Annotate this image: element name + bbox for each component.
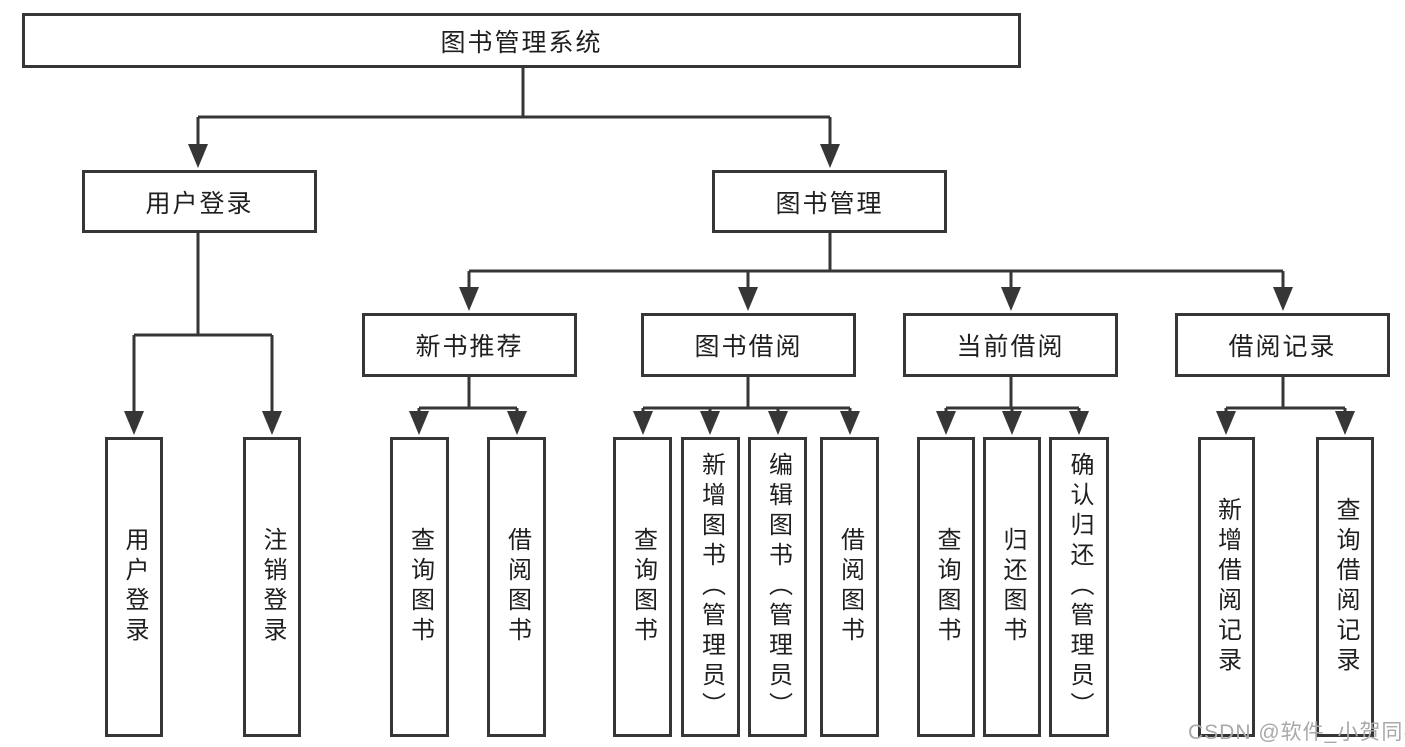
node-book-management: 图书管理 — [712, 170, 947, 233]
leaf-borrow-book-1: 借阅图书 — [487, 437, 546, 737]
node-label: 查询图书 — [933, 527, 960, 647]
node-user-login: 用户登录 — [82, 170, 317, 233]
leaf-edit-book-admin: 编辑图书（管理员） — [748, 437, 807, 737]
node-new-book-recommend: 新书推荐 — [362, 313, 577, 377]
leaf-query-book-3: 查询图书 — [917, 437, 975, 737]
node-book-borrow: 图书借阅 — [641, 313, 856, 377]
leaf-return-book: 归还图书 — [983, 437, 1041, 737]
node-label: 归还图书 — [999, 527, 1026, 647]
leaf-add-book-admin: 新增图书（管理员） — [681, 437, 740, 737]
leaf-logout: 注销登录 — [243, 437, 301, 737]
node-label: 新书推荐 — [415, 333, 524, 361]
node-label: 用户登录 — [121, 527, 148, 647]
node-root-system: 图书管理系统 — [22, 13, 1021, 68]
node-label: 图书借阅 — [694, 333, 803, 361]
leaf-confirm-return-admin: 确认归还（管理员） — [1049, 437, 1109, 737]
node-label: 当前借阅 — [956, 333, 1065, 361]
node-borrow-record: 借阅记录 — [1175, 313, 1390, 377]
node-label: 借阅图书 — [503, 527, 531, 647]
leaf-query-book-2: 查询图书 — [613, 437, 672, 737]
node-label: 查询图书 — [629, 527, 657, 647]
node-label: 新增借阅记录 — [1213, 497, 1241, 677]
leaf-query-book-1: 查询图书 — [390, 437, 449, 737]
node-label: 注销登录 — [259, 527, 286, 647]
node-label: 查询图书 — [406, 527, 434, 647]
node-label: 编辑图书（管理员） — [764, 452, 792, 722]
leaf-borrow-book-2: 借阅图书 — [820, 437, 879, 737]
leaf-add-borrow-record: 新增借阅记录 — [1198, 437, 1255, 737]
leaf-user-login: 用户登录 — [105, 437, 163, 737]
node-label: 查询借阅记录 — [1332, 497, 1359, 677]
node-label: 确认归还（管理员） — [1066, 452, 1093, 722]
node-label: 借阅记录 — [1228, 333, 1337, 361]
leaf-query-borrow-record: 查询借阅记录 — [1316, 437, 1374, 737]
node-current-borrow: 当前借阅 — [903, 313, 1118, 377]
node-label: 用户登录 — [145, 189, 254, 218]
node-label: 新增图书（管理员） — [697, 452, 725, 722]
node-label: 图书管理 — [775, 189, 884, 218]
node-label: 借阅图书 — [836, 527, 864, 647]
node-label: 图书管理系统 — [440, 28, 603, 57]
csdn-watermark: CSDN @软件_小贺同学 — [1188, 721, 1405, 744]
